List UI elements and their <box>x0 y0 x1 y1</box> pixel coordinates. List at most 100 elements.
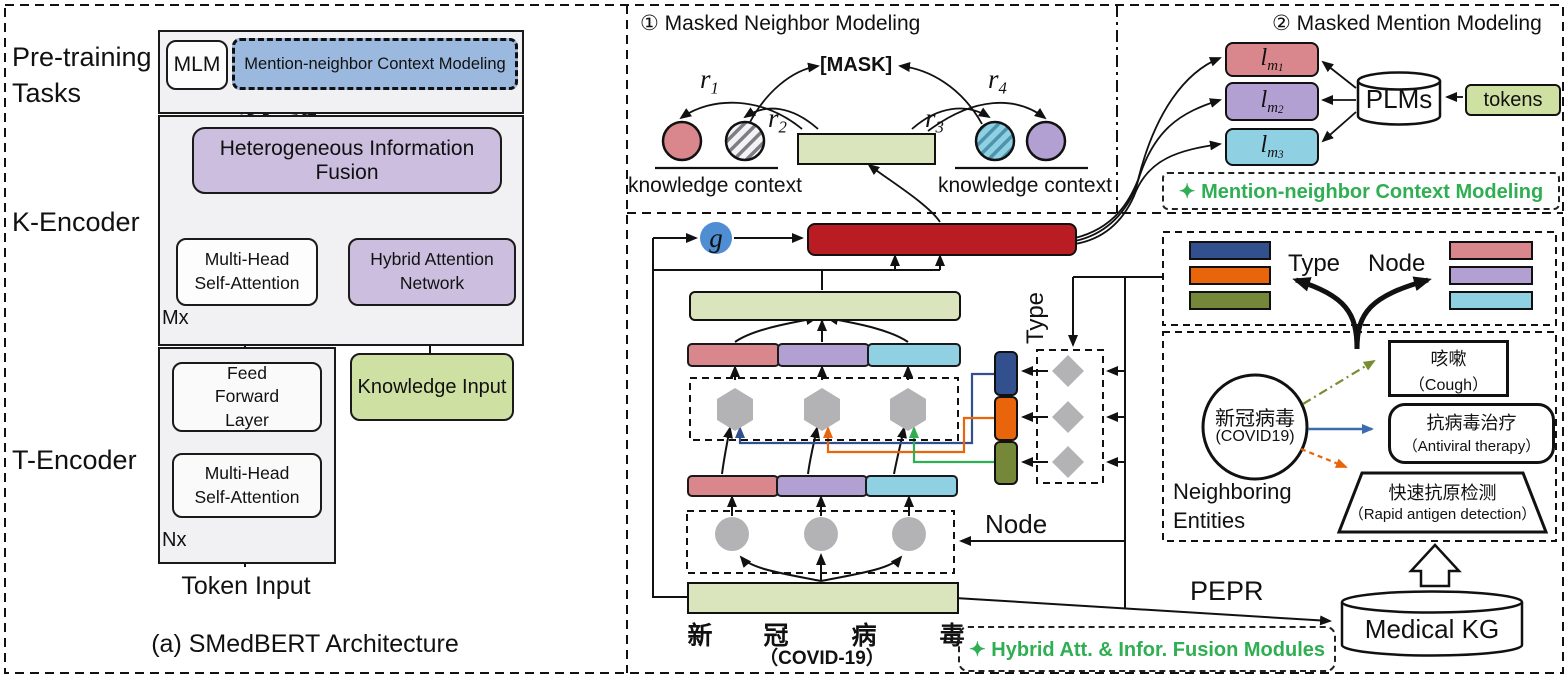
knowledge-context-left: knowledge context <box>628 174 802 197</box>
node-flow-label: Node <box>985 509 1048 539</box>
neighbor-node-hatched-white <box>724 120 766 162</box>
token-input-label: Token Input <box>181 572 311 600</box>
type-diamond <box>1052 446 1084 478</box>
entity-trapezoid <box>1336 471 1549 534</box>
covid-19-label: （COVID-19） <box>759 648 885 669</box>
panel1-title: ① Masked Neighbor Modeling <box>640 12 921 35</box>
mncm-task-label: Mention-neighbor Context Modeling <box>244 54 506 73</box>
antiviral-box: 抗病毒治疗 （Antiviral therapy） <box>1388 403 1555 464</box>
plms-label: PLMs <box>1365 84 1433 114</box>
pepr-line <box>954 597 1332 626</box>
relation-r3: r3 <box>925 103 944 137</box>
tokens-box: tokens <box>1465 84 1561 116</box>
mention-box-1: lm1 <box>1225 42 1319 77</box>
type-stack-blue <box>994 351 1018 396</box>
hybrid-green-tag: ✦ Hybrid Att. & Infor. Fusion Modules <box>958 626 1336 672</box>
hexagon-node <box>890 388 926 431</box>
fusion-label: Heterogeneous Information Fusion <box>219 136 475 184</box>
neighbor-node-pink <box>661 120 703 162</box>
neighboring-entities-label: Neighboring Entities <box>1173 478 1292 535</box>
mention-label-3: lm3 <box>1260 132 1284 161</box>
panel2-wires <box>1074 57 1463 245</box>
knowledge-context-right: knowledge context <box>938 174 1112 197</box>
rapid-en: （Rapid antigen detection） <box>1348 506 1537 523</box>
t-encoder-label: T-Encoder <box>12 445 137 475</box>
token-group-box <box>686 510 955 574</box>
rapid-zh: 快速抗原检测 <box>1388 483 1497 503</box>
legend-type-orange <box>1189 266 1271 285</box>
mlm-box: MLM <box>166 40 228 90</box>
mlm-label: MLM <box>173 53 221 76</box>
frame-borders <box>4 4 1564 674</box>
medical-kg-shapes <box>1340 543 1524 657</box>
mask-token-label: [MASK] <box>820 54 893 76</box>
char-guan: 冠 <box>763 623 789 650</box>
type-connector-blue <box>735 372 995 445</box>
mention-label-2: lm2 <box>1260 86 1284 116</box>
entity-circle <box>1201 373 1309 481</box>
token-node <box>715 517 749 551</box>
panel1-nodes <box>661 120 1067 162</box>
antiviral-zh: 抗病毒治疗 <box>1426 413 1517 433</box>
hidden-bar-purple-1 <box>777 343 870 367</box>
relation-r2: r2 <box>768 103 787 137</box>
char-xin: 新 <box>687 623 713 650</box>
type-stack <box>994 351 1018 485</box>
hexagon-node <box>804 388 840 431</box>
gate-g-label: g <box>709 222 723 253</box>
type-stack-olive <box>994 441 1018 485</box>
input-sequence-bar <box>687 582 959 614</box>
mncm-task-box: Mention-neighbor Context Modeling <box>232 38 518 90</box>
mhsa-k-box: Multi-Head Self-Attention <box>176 238 318 306</box>
knowledge-input-label: Knowledge Input <box>357 375 507 398</box>
knowledge-input-box: Knowledge Input <box>350 353 514 421</box>
type-connector-green <box>909 426 995 464</box>
legend-type-blue <box>1189 241 1271 260</box>
relation-dashed-orange <box>1300 447 1348 469</box>
nx-label: Nx <box>162 529 187 551</box>
ffl-box: Feed Forward Layer <box>172 362 322 432</box>
relation-r1: r1 <box>700 64 719 98</box>
type-connector-orange <box>823 416 995 454</box>
mhsa-t-box: Multi-Head Self-Attention <box>172 453 322 518</box>
type-diamond <box>1052 355 1084 387</box>
dashed-group-boxes <box>686 349 1104 574</box>
legend-node-label: Node <box>1368 250 1426 277</box>
fusion-box: Heterogeneous Information Fusion <box>192 127 502 194</box>
type-stack-orange <box>994 396 1018 441</box>
neighboring-line2: Entities <box>1173 507 1246 533</box>
cough-en: （Cough） <box>1408 377 1489 394</box>
legend-wires <box>1162 231 1557 350</box>
token-node <box>804 517 838 551</box>
plms-cylinder <box>1356 71 1442 126</box>
mncm-green-label: ✦ Mention-neighbor Context Modeling <box>1178 180 1544 203</box>
hidden-bar-cyan-1 <box>867 343 961 367</box>
mention-box-3: lm3 <box>1225 128 1319 166</box>
covid-entity-zh: 新冠病毒 <box>1215 408 1295 430</box>
hidden-bar-purple-2 <box>776 475 868 497</box>
mhsa-k-label: Multi-Head Self-Attention <box>194 249 300 293</box>
han-label: Hybrid Attention Network <box>370 249 494 293</box>
relation-r4: r4 <box>988 64 1007 98</box>
sequence-bar-upper <box>689 291 961 321</box>
neighbor-node-purple <box>1025 120 1067 162</box>
relation-dashdot-olive <box>1302 359 1376 405</box>
pretraining-line1: Pre-training <box>12 42 152 72</box>
ffl-label: Feed Forward Layer <box>214 362 280 430</box>
covid-entity-en: (COVID19) <box>1215 428 1295 445</box>
type-diamond <box>1052 401 1084 433</box>
pretraining-tasks-label: Pre-training Tasks <box>12 40 152 111</box>
type-vertical-label: Type <box>1022 291 1049 344</box>
mention-label-1: lm1 <box>1260 44 1284 74</box>
architecture-caption: (a) SMedBERT Architecture <box>151 630 459 658</box>
pretraining-line2: Tasks <box>12 77 82 108</box>
char-du: 毒 <box>939 623 965 650</box>
hidden-bar-pink-1 <box>687 343 780 367</box>
legend-node-purple <box>1449 266 1533 285</box>
panel2-title: ② Masked Mention Modeling <box>1272 12 1542 35</box>
gray-nodes <box>715 355 1084 551</box>
cough-zh: 咳嗽 <box>1430 349 1467 369</box>
type-connectors <box>735 372 995 464</box>
